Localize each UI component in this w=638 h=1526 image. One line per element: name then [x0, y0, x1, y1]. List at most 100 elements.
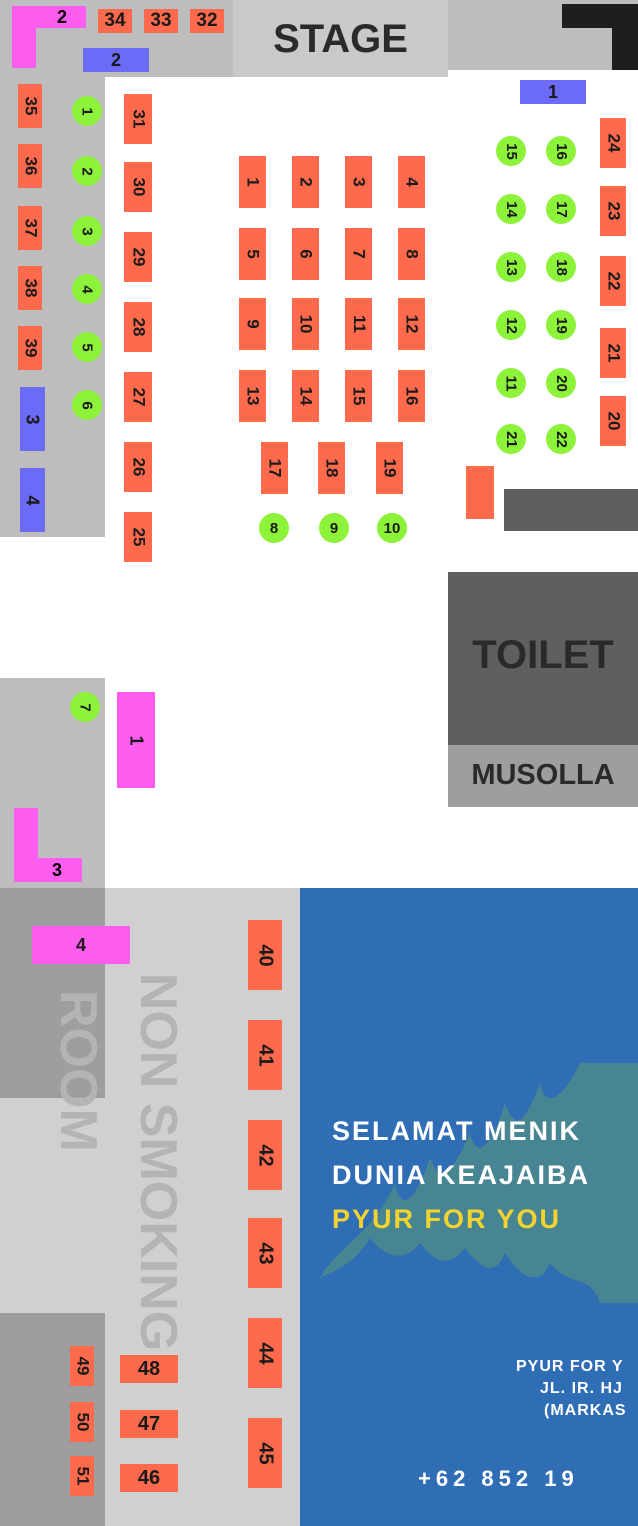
table-45[interactable]: 45 [248, 1418, 282, 1488]
table-1[interactable]: 1 [239, 156, 266, 208]
pink-sofa-1[interactable]: 1 [117, 692, 155, 788]
round-seat-2[interactable]: 2 [72, 156, 102, 186]
table-37[interactable]: 37 [18, 206, 42, 250]
pink-sofa-3[interactable]: 3 [14, 808, 82, 882]
round-seat-15[interactable]: 15 [496, 136, 526, 166]
table-29[interactable]: 29 [124, 232, 152, 282]
table-40[interactable]: 40 [248, 920, 282, 990]
promo-phone: +62 852 19 [418, 1466, 579, 1491]
table-32[interactable]: 32 [190, 9, 224, 33]
table-28[interactable]: 28 [124, 302, 152, 352]
table-17[interactable]: 17 [261, 442, 288, 494]
round-seat-17[interactable]: 17 [546, 194, 576, 224]
table-21[interactable]: 21 [600, 328, 626, 378]
table-44[interactable]: 44 [248, 1318, 282, 1388]
table-31[interactable]: 31 [124, 94, 152, 144]
table-41[interactable]: 41 [248, 1020, 282, 1090]
pink-sofa-2[interactable]: 2 [12, 6, 86, 68]
table-27[interactable]: 27 [124, 372, 152, 422]
table-36[interactable]: 36 [18, 144, 42, 188]
left-wall-zone [0, 77, 105, 537]
table-13[interactable]: 13 [239, 370, 266, 422]
promo-panel: SELAMAT MENIK DUNIA KEAJAIBA PYUR FOR YO… [300, 888, 638, 1526]
toilet-area [448, 572, 638, 745]
table-24[interactable]: 24 [600, 118, 626, 168]
table-48[interactable]: 48 [120, 1355, 178, 1383]
round-seat-8[interactable]: 8 [259, 513, 289, 543]
round-seat-21[interactable]: 21 [496, 424, 526, 454]
table-11[interactable]: 11 [345, 298, 372, 350]
round-seat-10[interactable]: 10 [377, 513, 407, 543]
blue-sofa-2[interactable]: 2 [83, 48, 149, 72]
table-7[interactable]: 7 [345, 228, 372, 280]
table-51[interactable]: 51 [70, 1456, 94, 1496]
promo-address-1: PYUR FOR Y [516, 1358, 624, 1375]
pink-sofa-label: 2 [56, 6, 67, 27]
table-47[interactable]: 47 [120, 1410, 178, 1438]
round-seat-20[interactable]: 20 [546, 368, 576, 398]
table-35[interactable]: 35 [18, 84, 42, 128]
table-49[interactable]: 49 [70, 1346, 94, 1386]
leaf-graphic [320, 1063, 638, 1303]
musolla-label: MUSOLLA [471, 758, 615, 791]
round-seat-9[interactable]: 9 [319, 513, 349, 543]
round-seat-3[interactable]: 3 [72, 216, 102, 246]
round-seat-4[interactable]: 4 [72, 274, 102, 304]
round-seat-14[interactable]: 14 [496, 194, 526, 224]
table-4[interactable]: 4 [398, 156, 425, 208]
table-10[interactable]: 10 [292, 298, 319, 350]
stage-area [233, 0, 448, 77]
table-15[interactable]: 15 [345, 370, 372, 422]
round-seat-1[interactable]: 1 [72, 96, 102, 126]
table-38[interactable]: 38 [18, 266, 42, 310]
table-3[interactable]: 3 [345, 156, 372, 208]
table-14[interactable]: 14 [292, 370, 319, 422]
round-seat-22[interactable]: 22 [546, 424, 576, 454]
table-18[interactable]: 18 [318, 442, 345, 494]
table-23[interactable]: 23 [600, 186, 626, 236]
table-34[interactable]: 34 [98, 9, 132, 33]
table-6[interactable]: 6 [292, 228, 319, 280]
round-seat-18[interactable]: 18 [546, 252, 576, 282]
table-39[interactable]: 39 [18, 326, 42, 370]
table-19[interactable]: 19 [376, 442, 403, 494]
bar-counter [504, 489, 638, 531]
non-smoking-block-top [0, 888, 105, 1098]
toilet-label: TOILET [472, 632, 614, 677]
table-33[interactable]: 33 [144, 9, 178, 33]
round-seat-13[interactable]: 13 [496, 252, 526, 282]
promo-line-3: PYUR FOR YOU [332, 1204, 562, 1234]
round-seat-12[interactable]: 12 [496, 310, 526, 340]
table-25[interactable]: 25 [124, 512, 152, 562]
table-5[interactable]: 5 [239, 228, 266, 280]
round-seat-16[interactable]: 16 [546, 136, 576, 166]
table-26[interactable]: 26 [124, 442, 152, 492]
round-seat-7[interactable]: 7 [70, 692, 100, 722]
round-seat-5[interactable]: 5 [72, 332, 102, 362]
table-9[interactable]: 9 [239, 298, 266, 350]
table-16[interactable]: 16 [398, 370, 425, 422]
promo-line-1: SELAMAT MENIK [332, 1116, 581, 1146]
table-22[interactable]: 22 [600, 256, 626, 306]
round-seat-11[interactable]: 11 [496, 368, 526, 398]
table-50[interactable]: 50 [70, 1402, 94, 1442]
blue-sofa-4[interactable]: 4 [20, 468, 45, 532]
blue-sofa-3[interactable]: 3 [20, 387, 45, 451]
small-table [466, 466, 494, 519]
table-42[interactable]: 42 [248, 1120, 282, 1190]
blue-sofa-1[interactable]: 1 [520, 80, 586, 104]
table-46[interactable]: 46 [120, 1464, 178, 1492]
promo-address-2: JL. IR. HJ [540, 1380, 623, 1397]
pink-sofa-4[interactable]: 4 [32, 926, 130, 964]
round-seat-19[interactable]: 19 [546, 310, 576, 340]
stage-corner-mark-vertical [612, 4, 638, 70]
table-43[interactable]: 43 [248, 1218, 282, 1288]
table-12[interactable]: 12 [398, 298, 425, 350]
promo-address-3: (MARKAS [544, 1402, 627, 1419]
round-seat-6[interactable]: 6 [72, 390, 102, 420]
table-2[interactable]: 2 [292, 156, 319, 208]
table-20[interactable]: 20 [600, 396, 626, 446]
table-8[interactable]: 8 [398, 228, 425, 280]
table-30[interactable]: 30 [124, 162, 152, 212]
